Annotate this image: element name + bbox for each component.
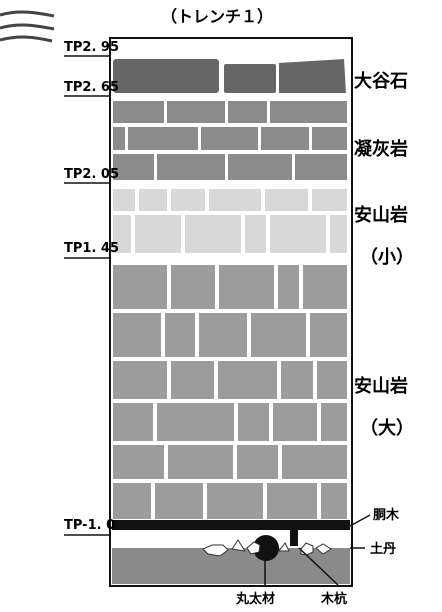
andesite-large-block — [153, 481, 205, 521]
elevation-label: TP2. 05 — [64, 167, 119, 182]
dotan-stones — [202, 539, 332, 557]
wood-pile — [290, 522, 298, 546]
elevation-markers — [64, 55, 110, 536]
oya-block — [222, 62, 278, 95]
andesite-large-block — [111, 263, 169, 311]
andesite-large-block — [301, 263, 349, 311]
andesite-small-block — [111, 213, 133, 255]
andesite-large-block — [216, 359, 279, 401]
andesite-large-block — [197, 311, 249, 359]
andesite-large-block — [166, 443, 235, 481]
oya-label: 大谷石 — [354, 70, 408, 92]
elevation-label: TP1. 45 — [64, 241, 119, 256]
log-material-label: 丸太材 — [235, 591, 275, 607]
tuff-label: 凝灰岩 — [354, 138, 408, 160]
dougi-label: 胴木 — [373, 507, 400, 523]
tuff-block — [126, 125, 200, 152]
andesite-large-block — [315, 359, 349, 401]
andesite-large-block — [249, 311, 308, 359]
elevation-label: TP2. 65 — [64, 80, 119, 95]
oya-block — [277, 56, 349, 95]
andesite-large-block — [236, 401, 271, 443]
tuff-block — [259, 125, 311, 152]
wall-group — [109, 37, 353, 587]
andesite-small-block — [263, 187, 310, 213]
tuff-block — [155, 152, 227, 182]
andesite-small-block — [207, 187, 263, 213]
tuff-block — [111, 125, 127, 152]
top-left-decoration — [0, 10, 55, 43]
andesite-large-block — [169, 359, 216, 401]
tuff-block — [111, 99, 166, 125]
log-material — [253, 535, 279, 561]
andesite-small-block — [268, 213, 328, 255]
andesite-large-block — [155, 401, 236, 443]
tuff-block — [199, 125, 260, 152]
andesite-large-block — [235, 443, 280, 481]
label-pointers — [264, 514, 371, 586]
andesite-large-block — [205, 481, 265, 521]
andesite-small-label-1: 安山岩 — [354, 204, 408, 226]
dotan-top-bg — [112, 530, 350, 548]
dotan-label: 土丹 — [370, 541, 396, 557]
dougi-pointer-line — [349, 514, 371, 527]
tuff-block — [310, 125, 349, 152]
tuff-block — [268, 99, 349, 125]
elevation-label: TP-1. 0 — [64, 518, 115, 533]
dotan-bottom-fill — [112, 548, 350, 584]
andesite-large-block — [111, 401, 155, 443]
andesite-small-block — [169, 187, 207, 213]
tuff-block — [165, 99, 227, 125]
andesite-large-block — [163, 311, 197, 359]
diagram-title: （トレンチ１） — [161, 7, 273, 26]
andesite-large-block — [280, 443, 349, 481]
andesite-large-block — [271, 401, 319, 443]
andesite-large-block — [169, 263, 217, 311]
andesite-small-block — [137, 187, 169, 213]
andesite-small-block — [183, 213, 243, 255]
andesite-large-block — [111, 443, 166, 481]
andesite-large-block — [111, 311, 163, 359]
elevation-label: TP2. 95 — [64, 40, 119, 55]
base-beam — [112, 520, 350, 530]
pile-pointer-line — [298, 547, 339, 586]
andesite-large-block — [319, 401, 349, 443]
andesite-large-block — [111, 359, 169, 401]
andesite-large-block — [276, 263, 301, 311]
andesite-large-block — [111, 481, 153, 521]
andesite-small-label-2: （小） — [360, 247, 414, 268]
andesite-small-block — [243, 213, 268, 255]
andesite-large-block — [319, 481, 349, 521]
tuff-block — [226, 99, 269, 125]
andesite-large-block — [265, 481, 319, 521]
tuff-block — [226, 152, 294, 182]
andesite-small-block — [328, 213, 349, 255]
andesite-small-block — [111, 187, 137, 213]
andesite-large-label-1: 安山岩 — [354, 375, 408, 397]
andesite-small-block — [310, 187, 349, 213]
andesite-large-label-2: （大） — [360, 417, 414, 439]
andesite-large-block — [308, 311, 349, 359]
oya-block — [111, 57, 221, 95]
wood-pile-label: 木杭 — [320, 591, 347, 607]
andesite-large-block — [217, 263, 276, 311]
andesite-large-block — [279, 359, 315, 401]
andesite-small-block — [133, 213, 183, 255]
tuff-block — [293, 152, 349, 182]
